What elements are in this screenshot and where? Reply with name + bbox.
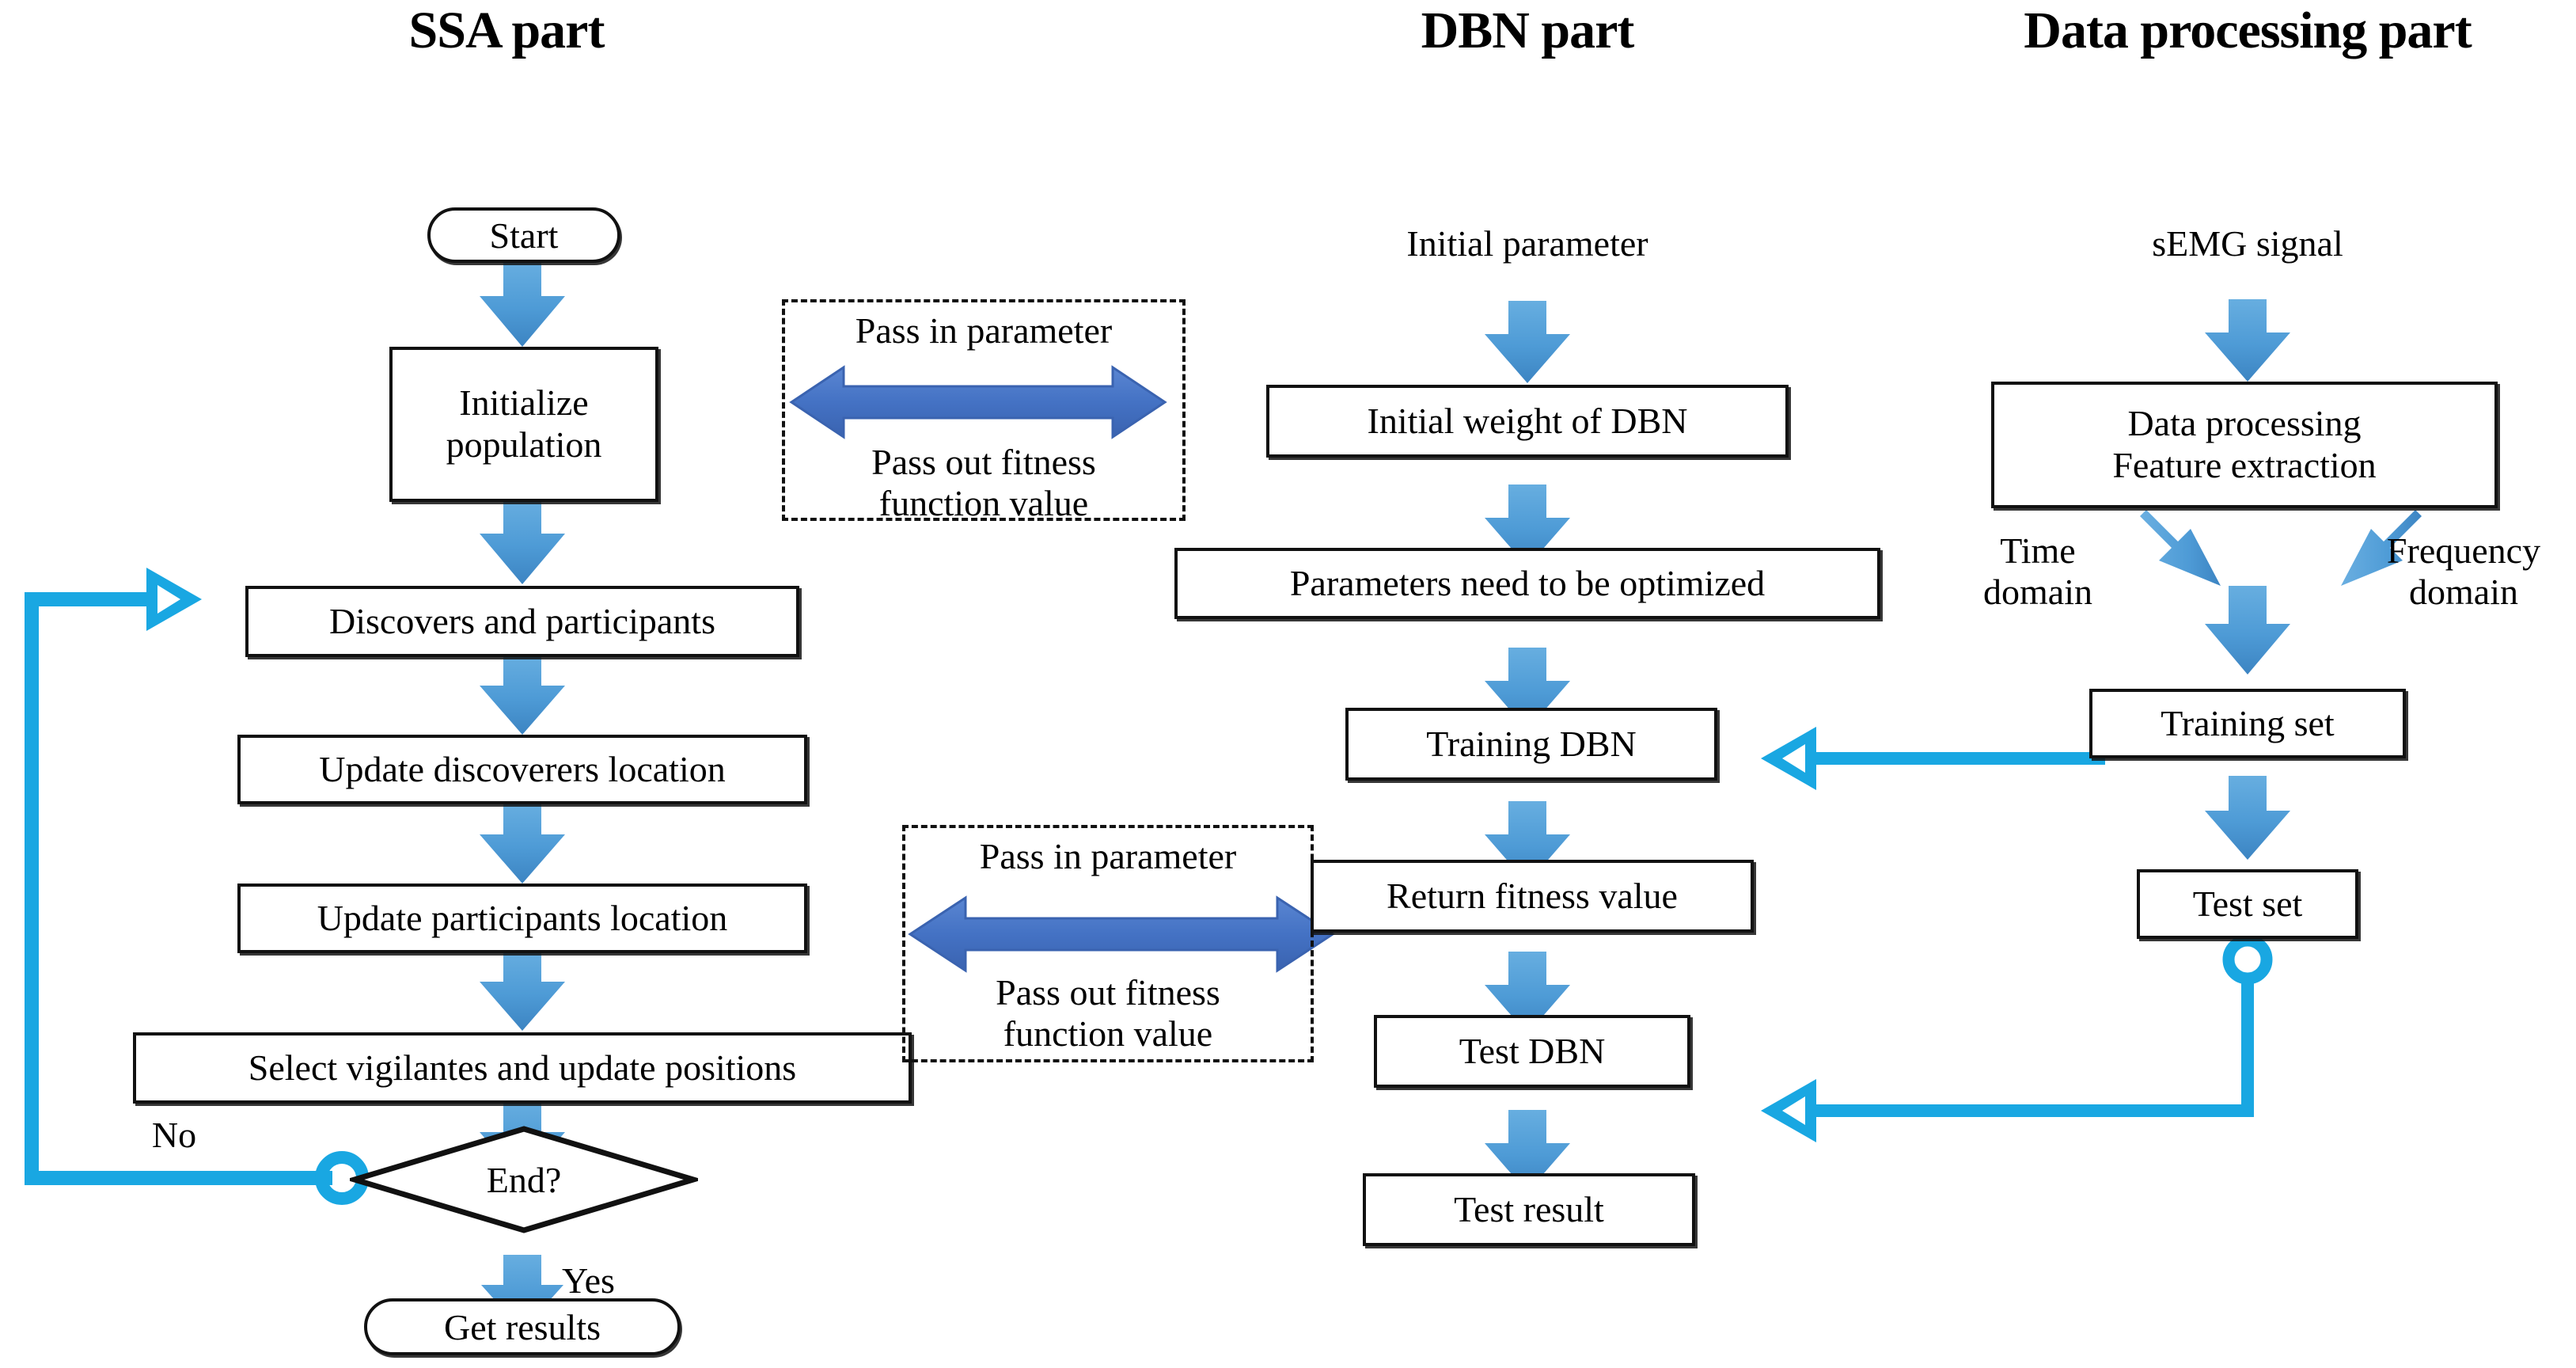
data-semg-signal-label: sEMG signal	[2152, 223, 2343, 264]
data-frequency-domain-label: Frequency domain	[2349, 530, 2576, 614]
ssa-discovers-participants-box[interactable]: Discovers and participants	[245, 586, 799, 657]
exchange-upper-pass-out-line-2: function value	[878, 483, 1089, 524]
ssa-select-vigilantes-box[interactable]: Select vigilantes and update positions	[133, 1032, 912, 1104]
dbn-initial-parameter-label: Initial parameter	[1406, 223, 1648, 264]
data-time-domain-line-1: Time	[2000, 530, 2076, 571]
data-processing-line-2: Feature extraction	[2112, 445, 2377, 485]
exchange-lower-pass-out-label: Pass out fitness function value	[904, 972, 1312, 1055]
column-title-ssa: SSA part	[408, 2, 605, 59]
dbn-return-fitness-box[interactable]: Return fitness value	[1311, 860, 1754, 933]
ssa-update-discoverers-box[interactable]: Update discoverers location	[237, 735, 807, 804]
ssa-end-decision-diamond[interactable]: End?	[350, 1124, 698, 1235]
data-processing-feature-extraction-box[interactable]: Data processing Feature extraction	[1991, 382, 2498, 508]
ssa-branch-label-no: No	[151, 1115, 197, 1155]
data-processing-line-1: Data processing	[2127, 403, 2362, 444]
test-set-connector	[1761, 934, 2273, 1142]
dbn-parameters-optimized-box[interactable]: Parameters need to be optimized	[1174, 548, 1880, 619]
dbn-initial-weight-box[interactable]: Initial weight of DBN	[1266, 385, 1789, 458]
column-title-data-processing: Data processing part	[2024, 2, 2472, 59]
exchange-upper-pass-in-label: Pass in parameter	[855, 310, 1113, 351]
ssa-initialize-population-box[interactable]: Initialize population	[389, 347, 658, 502]
ssa-get-results-terminator[interactable]: Get results	[364, 1298, 681, 1355]
ssa-initialize-line-2: population	[446, 424, 602, 465]
data-frequency-domain-line-1: Frequency	[2386, 530, 2541, 571]
training-set-connector	[1761, 727, 2105, 790]
exchange-lower-pass-out-line-1: Pass out fitness	[996, 972, 1220, 1013]
ssa-start-terminator[interactable]: Start	[427, 207, 620, 263]
dbn-test-result-box[interactable]: Test result	[1363, 1173, 1695, 1246]
exchange-upper-pass-out-label: Pass out fitness function value	[782, 442, 1186, 525]
exchange-lower-pass-in-label: Pass in parameter	[979, 836, 1237, 876]
exchange-lower-pass-out-line-2: function value	[1003, 1013, 1213, 1054]
exchange-panel-upper	[782, 299, 1186, 521]
ssa-end-decision-label: End?	[486, 1159, 562, 1200]
data-frequency-domain-line-2: domain	[2409, 572, 2518, 613]
ssa-initialize-line-1: Initialize	[459, 382, 589, 424]
ssa-update-participants-box[interactable]: Update participants location	[237, 884, 807, 953]
dbn-test-box[interactable]: Test DBN	[1374, 1015, 1690, 1088]
exchange-upper-pass-out-line-1: Pass out fitness	[871, 442, 1096, 482]
dbn-training-box[interactable]: Training DBN	[1345, 708, 1717, 781]
data-time-domain-label: Time domain	[1931, 530, 2145, 614]
column-title-dbn: DBN part	[1421, 2, 1635, 59]
data-test-set-box[interactable]: Test set	[2137, 869, 2358, 939]
ssa-branch-label-yes: Yes	[562, 1260, 615, 1301]
data-time-domain-line-2: domain	[1983, 572, 2092, 613]
data-training-set-box[interactable]: Training set	[2089, 689, 2406, 758]
